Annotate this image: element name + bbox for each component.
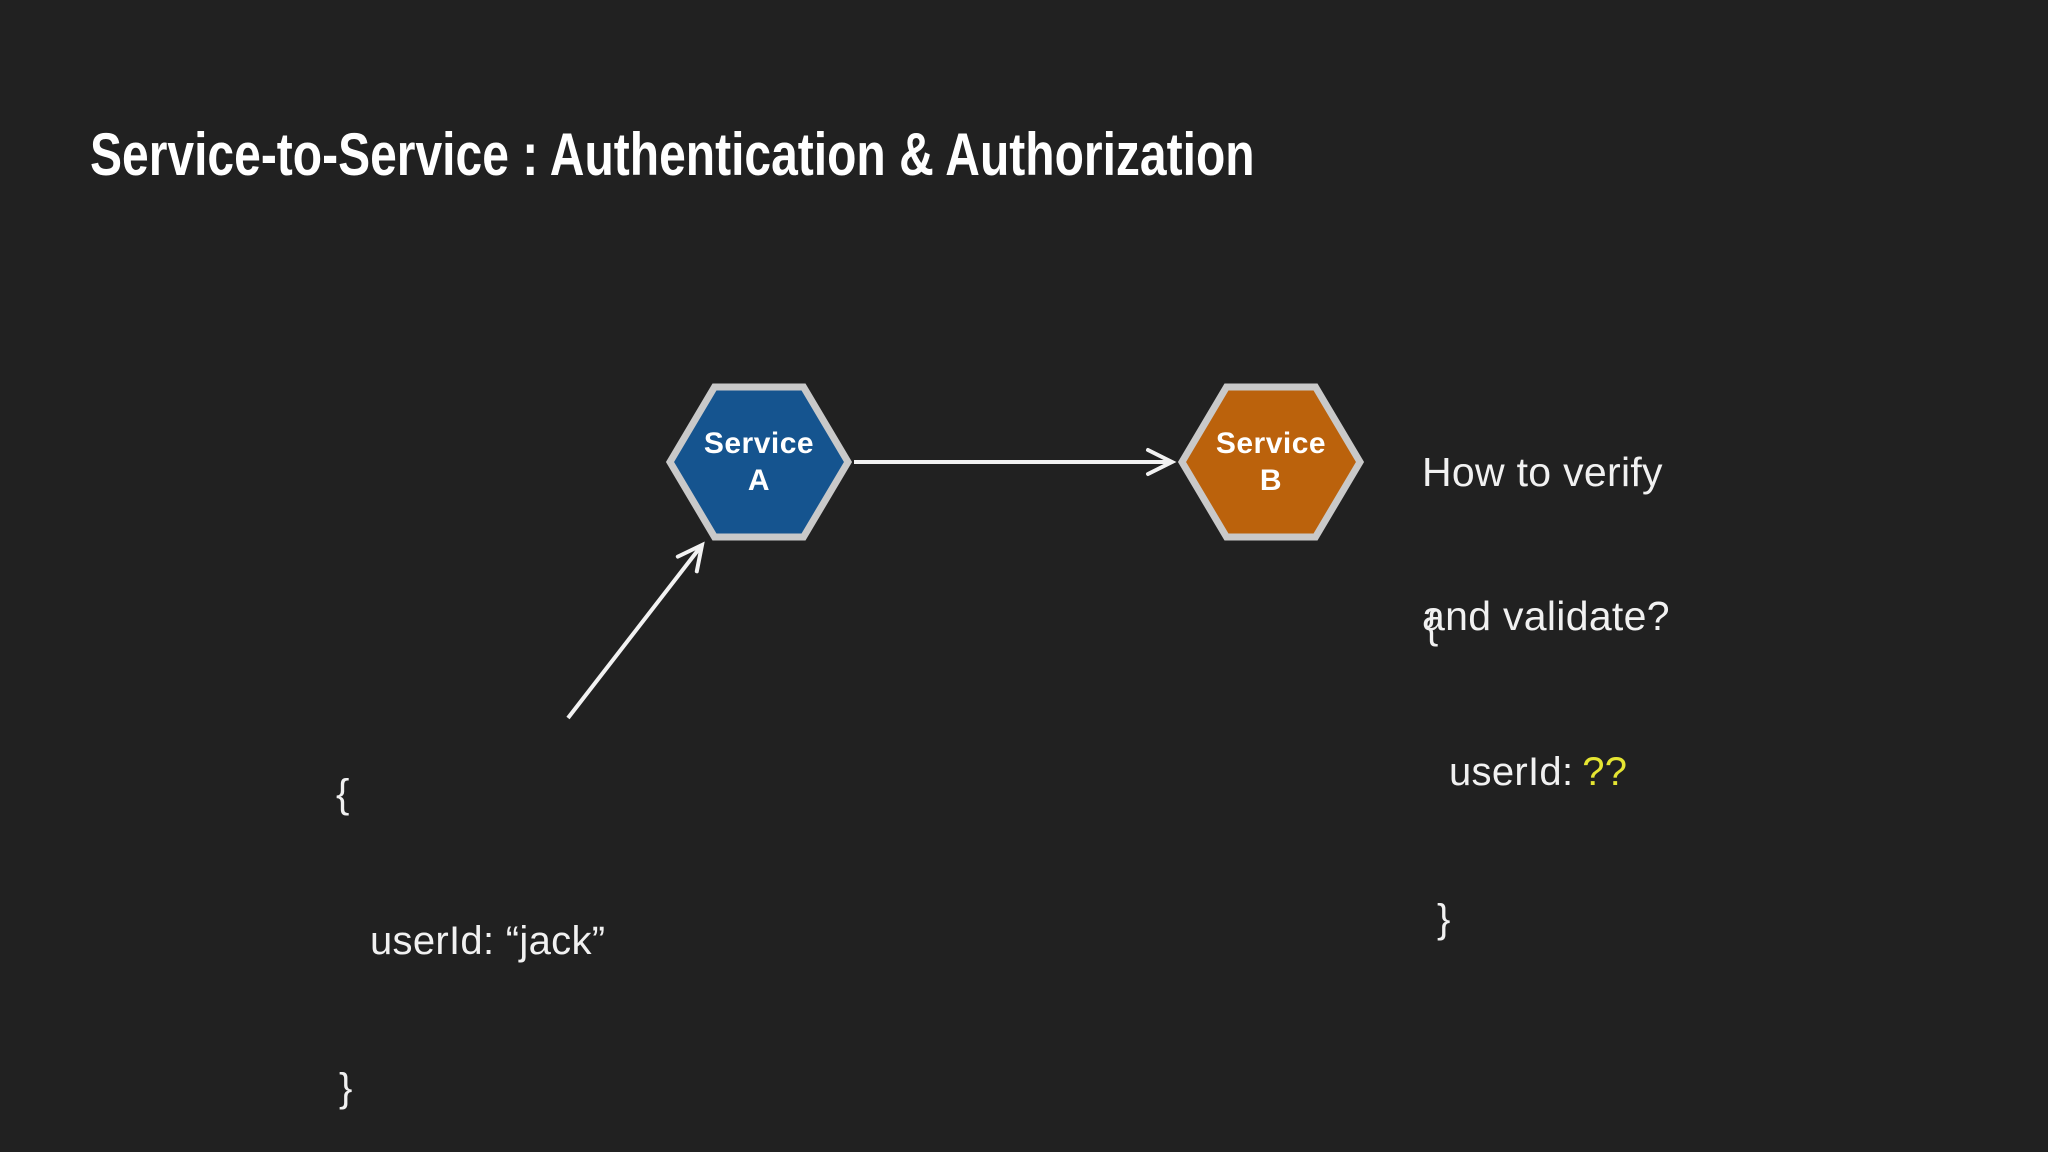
request-payload-open-brace: { [336,772,350,816]
unknown-payload-value: ?? [1582,750,1628,794]
unknown-payload-open-brace: { [1425,603,1439,647]
question-text: How to verify and validate? [1422,352,1670,736]
service-a-hexagon [665,383,853,541]
request-payload: { userId: “jack” } [336,672,605,1152]
unknown-payload-close-brace: } [1437,897,1451,941]
arrow-payload-to-a [566,541,705,720]
unknown-payload-key: userId: [1449,750,1574,794]
request-payload-body: userId: “jack” [370,919,606,963]
unknown-payload-body: userId:?? [1425,748,1627,797]
unknown-payload: { userId:?? } [1425,503,1627,1042]
service-a-label: Service A [669,425,849,499]
service-b-label-line2: B [1259,464,1283,497]
slide-title: Service-to-Service : Authentication & Au… [90,121,1255,188]
service-a-label-line1: Service [703,427,815,460]
service-b-label: Service B [1181,425,1361,499]
service-b-hexagon [1177,383,1365,541]
request-payload-close-brace: } [339,1066,353,1110]
question-line1: How to verify [1422,449,1663,495]
service-a-label-line2: A [747,464,771,497]
service-b-label-line1: Service [1215,427,1327,460]
question-line2: and validate? [1422,593,1670,639]
